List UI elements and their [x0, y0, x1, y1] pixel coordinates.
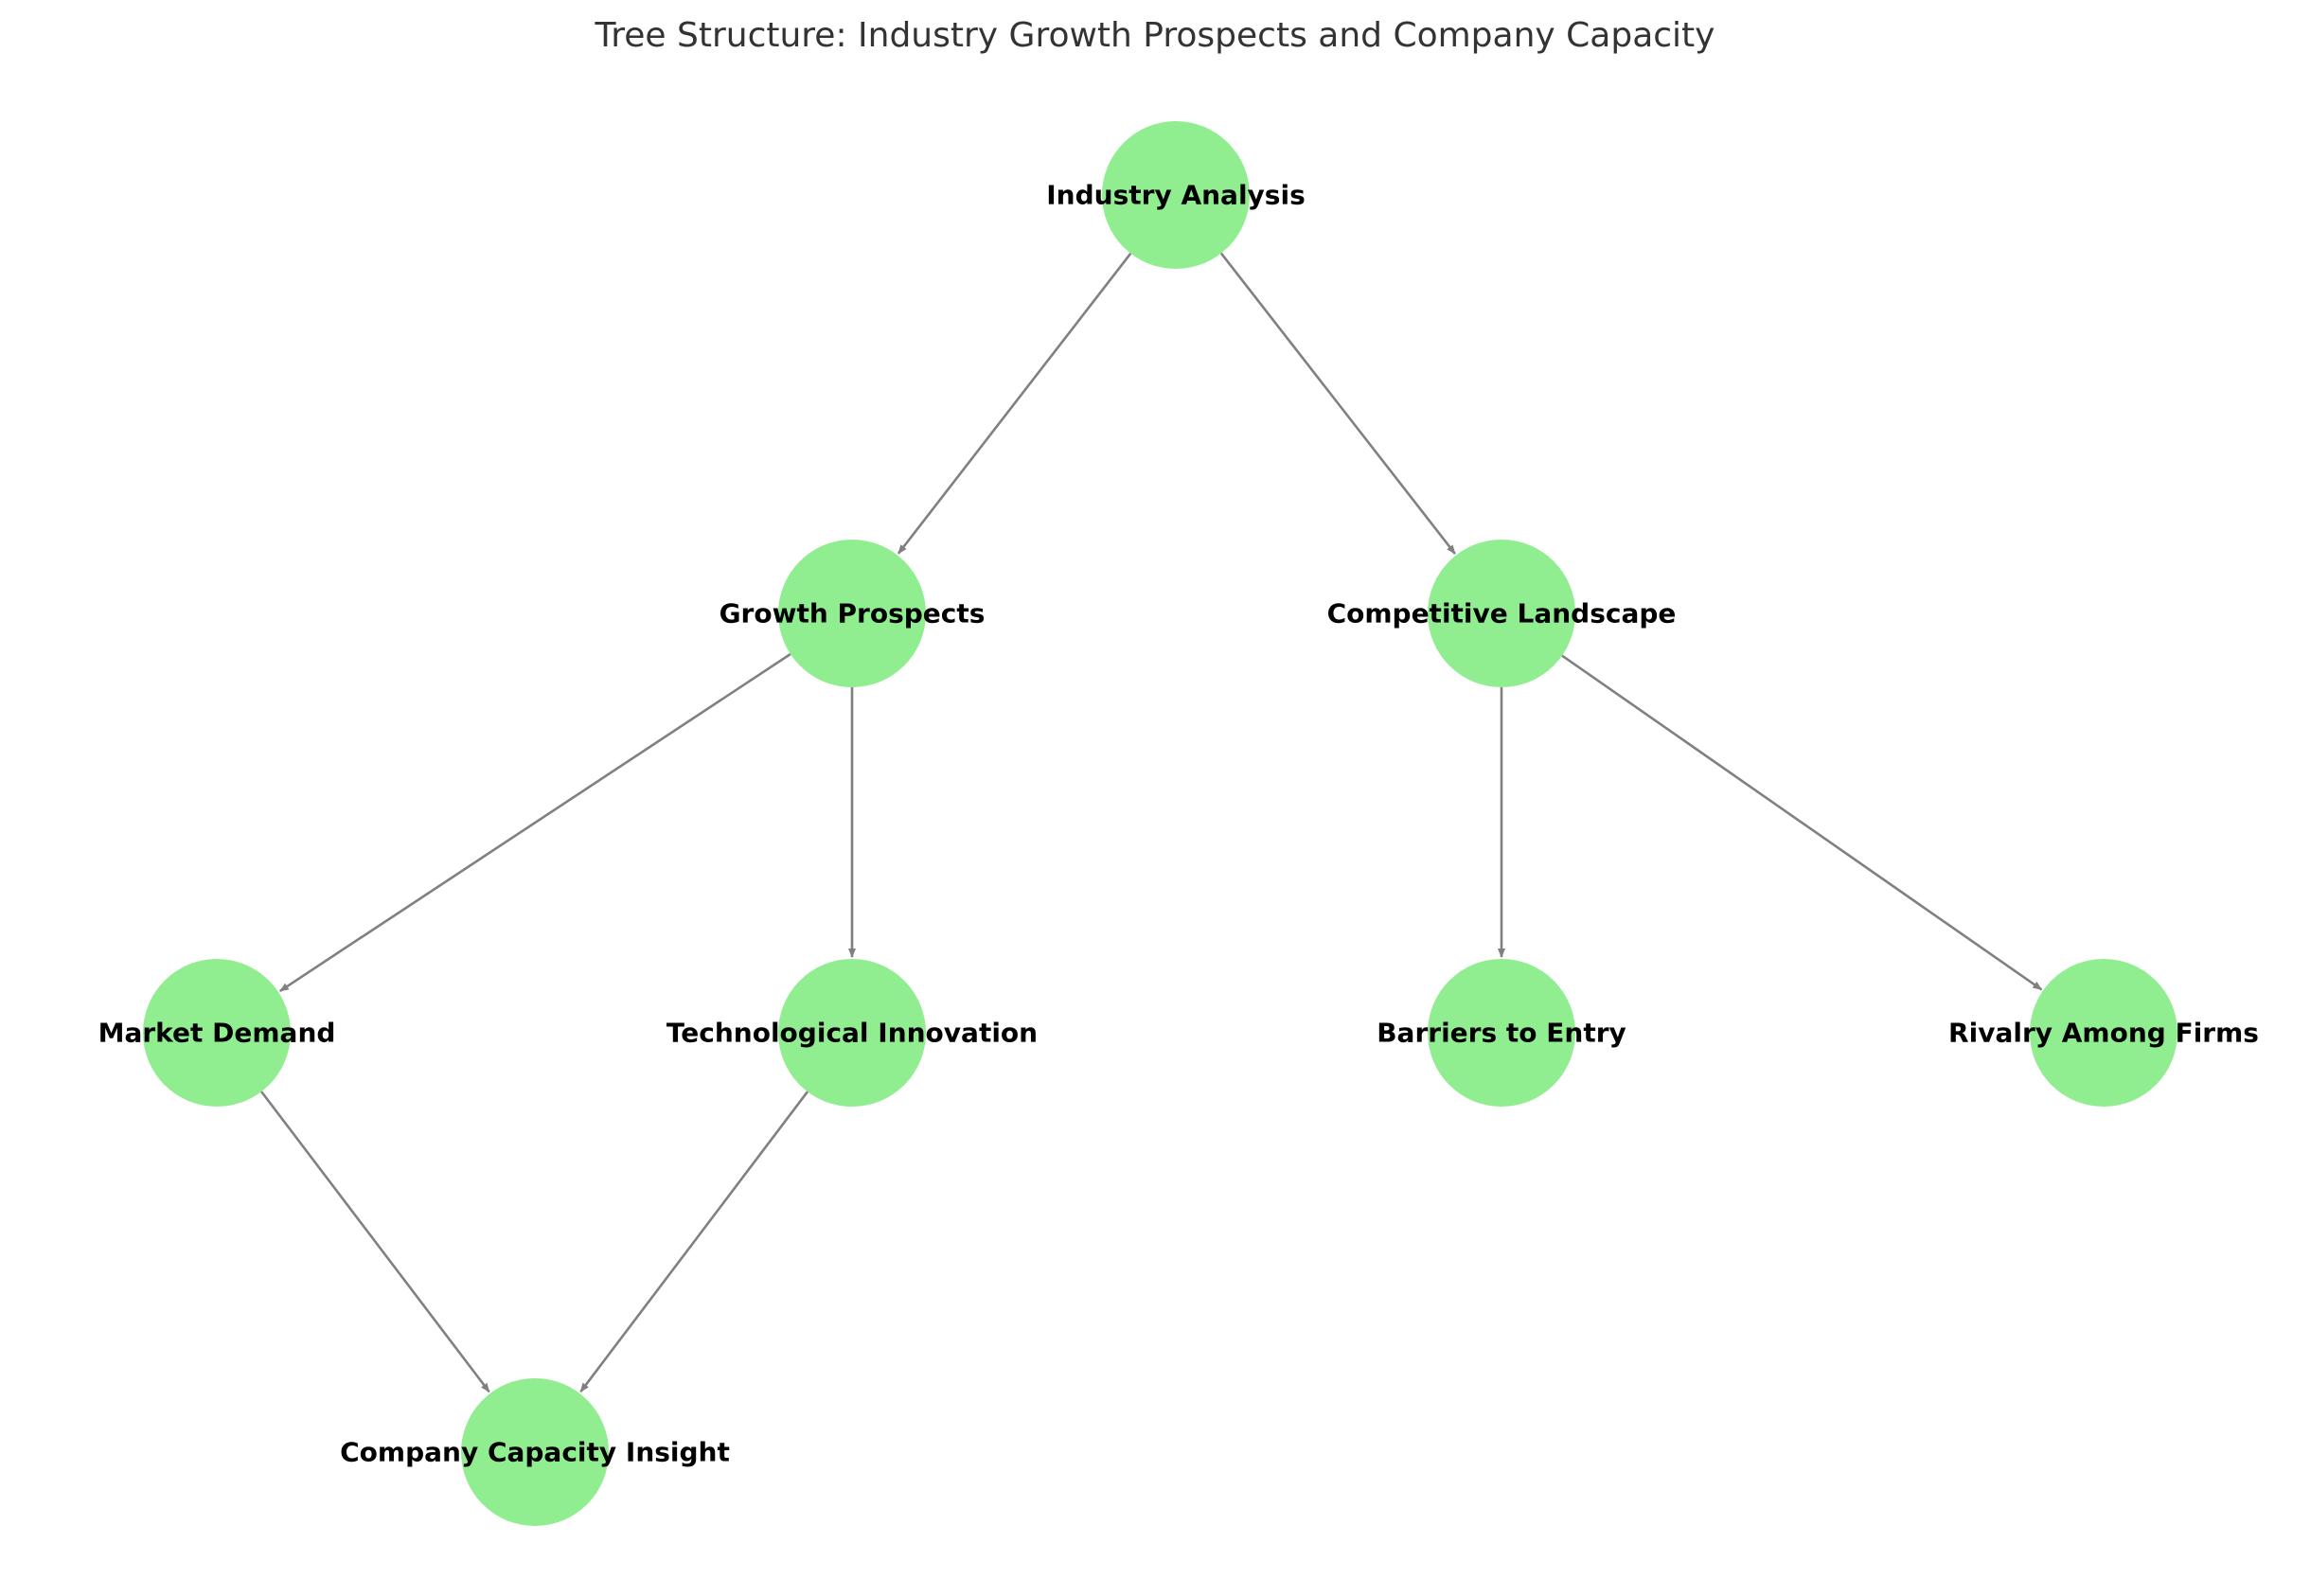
node-label-company-capacity-insight: Company Capacity Insight	[340, 1437, 730, 1468]
node-label-barriers-to-entry: Barriers to Entry	[1377, 1018, 1626, 1049]
node-circle-barriers-to-entry	[1428, 959, 1575, 1107]
node-circle-company-capacity-insight	[461, 1378, 609, 1526]
node-label-market-demand: Market Demand	[98, 1018, 336, 1049]
node-circle-industry-analysis	[1102, 121, 1250, 269]
edge-growth-prospects-to-market-demand	[278, 652, 791, 992]
node-circle-market-demand	[143, 959, 291, 1107]
node-label-growth-prospects: Growth Prospects	[720, 598, 986, 630]
node-circle-rivalry-among-firms	[2030, 959, 2177, 1107]
node-label-technological-innovation: Technological Innovation	[666, 1018, 1038, 1049]
node-label-rivalry-among-firms: Rivalry Among Firms	[1948, 1018, 2259, 1049]
node-industry-analysis: Industry Analysis	[1046, 121, 1306, 269]
node-company-capacity-insight: Company Capacity Insight	[340, 1378, 730, 1526]
node-barriers-to-entry: Barriers to Entry	[1377, 959, 1626, 1107]
node-rivalry-among-firms: Rivalry Among Firms	[1948, 959, 2259, 1107]
edges-layer	[260, 252, 2043, 1393]
node-label-industry-analysis: Industry Analysis	[1046, 180, 1305, 211]
edge-market-demand-to-company-capacity-insight	[260, 1091, 490, 1393]
edge-competitive-landscape-to-rivalry-among-firms	[1561, 654, 2043, 991]
edge-industry-analysis-to-competitive-landscape	[1219, 252, 1456, 555]
node-circle-technological-innovation	[778, 959, 926, 1107]
node-circle-growth-prospects	[778, 540, 926, 687]
node-market-demand: Market Demand	[98, 959, 336, 1107]
node-growth-prospects: Growth Prospects	[720, 540, 986, 687]
edge-technological-innovation-to-company-capacity-insight	[579, 1091, 809, 1392]
node-circle-competitive-landscape	[1428, 540, 1575, 687]
node-label-competitive-landscape: Competitive Landscape	[1327, 598, 1677, 630]
node-technological-innovation: Technological Innovation	[666, 959, 1038, 1107]
edge-industry-analysis-to-growth-prospects	[897, 252, 1132, 555]
node-competitive-landscape: Competitive Landscape	[1327, 540, 1677, 687]
diagram-title: Tree Structure: Industry Growth Prospect…	[595, 16, 1715, 55]
